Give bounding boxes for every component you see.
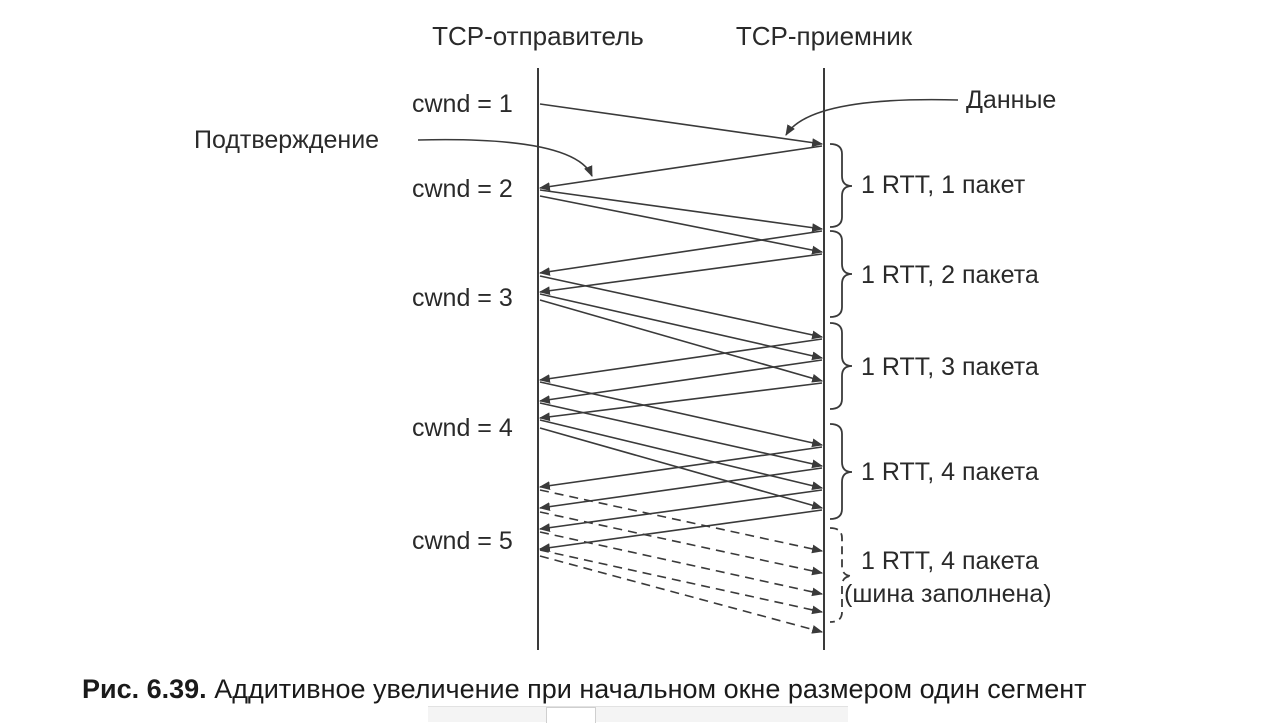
data-packet-arrow <box>539 299 824 383</box>
ack-annotation-pointer <box>417 138 593 178</box>
data-packet-arrow <box>539 419 824 490</box>
data-packet-arrow-dashed <box>539 549 824 615</box>
figure-number: Рис. 6.39. <box>82 674 207 704</box>
ack-arrow <box>538 145 823 191</box>
ack-arrow <box>538 230 823 276</box>
additive-increase-diagram: TCP-отправитель TCP-приемник cwnd = 1 cw… <box>194 21 1056 650</box>
ack-arrow <box>538 253 823 296</box>
sender-header: TCP-отправитель <box>432 21 644 51</box>
rtt-braces <box>829 143 853 623</box>
cwnd-label-5: cwnd = 5 <box>412 527 513 555</box>
rtt-label-5-note: (шина заполнена) <box>844 580 1052 608</box>
rtt-brace-2 <box>829 230 853 318</box>
receiver-header: TCP-приемник <box>736 21 913 51</box>
cwnd-label-2: cwnd = 2 <box>412 175 513 203</box>
message-arrows <box>538 103 824 553</box>
data-annotation-pointer <box>785 98 959 136</box>
data-packet-arrow-dashed <box>539 555 824 634</box>
figure-caption: Рис. 6.39. Аддитивное увеличение при нач… <box>82 674 1232 705</box>
ack-annotation: Подтверждение <box>194 126 379 154</box>
ack-arrow <box>538 467 823 511</box>
rtt-label-5: 1 RTT, 4 пакета <box>861 547 1039 575</box>
ack-arrow <box>538 446 823 490</box>
rtt-brace-3 <box>829 322 853 410</box>
cwnd-label-3: cwnd = 3 <box>412 284 513 312</box>
rtt-brace-5 <box>829 527 853 623</box>
data-packet-arrow-dashed <box>539 511 824 576</box>
cwnd-label-4: cwnd = 4 <box>412 414 513 442</box>
cwnd-label-1: cwnd = 1 <box>412 90 513 118</box>
pipe-full-arrows <box>539 489 824 634</box>
ack-arrow <box>538 338 823 383</box>
page-input[interactable] <box>546 707 596 723</box>
data-packet-arrow <box>539 195 824 255</box>
rtt-label-2: 1 RTT, 2 пакета <box>861 261 1039 289</box>
data-annotation: Данные <box>966 86 1056 114</box>
data-packet-arrow <box>539 427 824 510</box>
rtt-label-1: 1 RTT, 1 пакет <box>861 171 1026 199</box>
figure-caption-text: Аддитивное увеличение при начальном окне… <box>214 674 1087 704</box>
data-packet-arrow <box>539 189 824 233</box>
rtt-brace-1 <box>829 143 853 228</box>
rtt-brace-4 <box>829 423 853 520</box>
ack-arrow <box>538 359 823 404</box>
ack-arrow <box>538 382 823 422</box>
data-packet-arrow <box>539 381 824 448</box>
data-packet-arrow <box>539 275 824 340</box>
data-packet-arrow-dashed <box>539 489 824 554</box>
rtt-label-4: 1 RTT, 4 пакета <box>861 458 1039 486</box>
ack-arrow <box>538 489 823 533</box>
ack-arrow <box>538 509 823 553</box>
rtt-label-3: 1 RTT, 3 пакета <box>861 353 1039 381</box>
data-packet-arrow <box>539 402 824 469</box>
data-packet-arrow-dashed <box>539 531 824 597</box>
data-packet-arrow <box>539 103 824 147</box>
data-packet-arrow <box>539 293 824 361</box>
viewer-toolbar <box>428 706 848 723</box>
